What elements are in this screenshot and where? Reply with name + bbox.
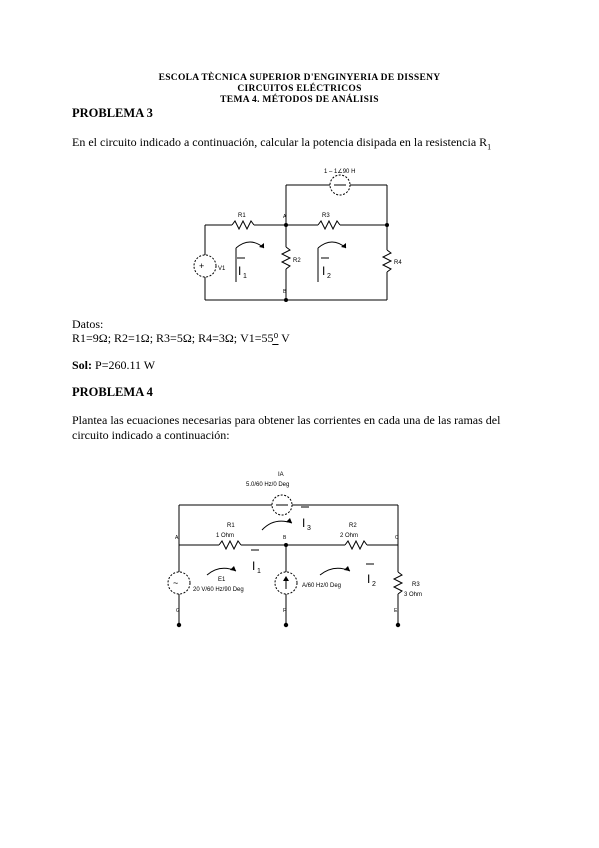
current-source-ia — [271, 494, 293, 516]
node-a-label: A — [283, 214, 287, 220]
problem-4-title: PROBLEMA 4 — [72, 385, 153, 399]
mesh-current-i1-sub: 1 — [243, 273, 247, 280]
branch-current-i2-p4: I — [367, 572, 370, 586]
r4-label: R4 — [394, 260, 402, 266]
node-b-label: B — [283, 289, 287, 295]
mesh-current-i2-sub: 2 — [327, 273, 331, 280]
resistor-r4 — [381, 249, 393, 273]
r3-value-p4: 3 Ohm — [404, 592, 422, 598]
resistor-r1-p4 — [218, 539, 242, 551]
source-top — [329, 174, 351, 196]
mesh-current-i2: I — [322, 264, 325, 278]
voltage-source-e1 — [167, 571, 191, 595]
problem-3-datos-label: Datos: — [72, 317, 104, 331]
header-school: ESCOLA TÈCNICA SUPERIOR D'ENGINYERIA DE … — [158, 73, 441, 83]
resistor-r2-p4 — [344, 539, 368, 551]
problem-3-solution: Sol: P=260.11 W — [72, 358, 156, 372]
branch-current-i1-p4: I — [252, 559, 255, 573]
source-top-label: 1 – 1∠90 H — [324, 168, 355, 175]
ia-label: IA — [278, 472, 284, 478]
resistor-r3-p4 — [392, 571, 404, 595]
r2-label: R2 — [293, 258, 301, 264]
resistor-r2 — [280, 246, 292, 270]
r2-value-p4: 2 Ohm — [340, 533, 358, 539]
resistor-r3 — [317, 219, 341, 231]
node-b-dot-p4 — [284, 543, 288, 547]
e1-value: 20 V/60 Hz/90 Deg — [193, 587, 244, 593]
node-b-label-p4: B — [283, 535, 287, 541]
branch-current-i2-sub-p4: 2 — [372, 581, 376, 588]
node-b-dot — [284, 298, 288, 302]
e1-name: E1 — [218, 577, 226, 583]
branch-current-i3-p4: I — [302, 516, 305, 530]
problem-3-datos-values: R1=9Ω; R2=1Ω; R3=5Ω; R4=3Ω; V1=55⁰̲ V — [72, 331, 290, 345]
problem-3-statement: En el circuito indicado a continuación, … — [72, 135, 492, 152]
node-g-label-p4: G — [176, 608, 180, 614]
e1-symbol: ~ — [173, 578, 178, 588]
problem-4-statement-line2: circuito indicado a continuación: — [72, 428, 230, 442]
r3-label: R3 — [322, 213, 330, 219]
problem-4-statement-line1: Plantea las ecuaciones necesarias para o… — [72, 413, 501, 427]
v1-label: V1 — [218, 266, 226, 272]
header-topic: TEMA 4. MÉTODOS DE ANÁLISIS — [220, 95, 379, 105]
resistor-r1 — [231, 219, 255, 231]
node-e-label-p4: E — [394, 608, 398, 614]
current-source-ib — [274, 571, 298, 595]
node-f-label-p4: F — [283, 608, 286, 614]
v1-plus: + — [199, 261, 204, 271]
problem-3-title: PROBLEMA 3 — [72, 106, 153, 120]
branch-current-i3-sub-p4: 3 — [307, 525, 311, 532]
header-course: CIRCUITOS ELÉCTRICOS — [237, 84, 362, 94]
node-a-label-p4: A — [175, 535, 179, 541]
node-a-dot — [284, 223, 288, 227]
ib-value: A/60 Hz/0 Deg — [302, 583, 341, 589]
mesh-arrow-i3-p4 — [261, 520, 293, 531]
r2-name-p4: R2 — [349, 523, 357, 529]
r1-name-p4: R1 — [227, 523, 235, 529]
branch-current-i1-sub-p4: 1 — [257, 568, 261, 575]
node-c-label-p4: C — [395, 535, 399, 541]
r3-name-p4: R3 — [412, 582, 420, 588]
r1-label: R1 — [238, 213, 246, 219]
ia-value: 5.0/60 Hz/0 Deg — [246, 482, 289, 488]
voltage-source-v1 — [193, 254, 217, 278]
mesh-current-i1: I — [238, 264, 241, 278]
r1-value-p4: 1 Ohm — [216, 533, 234, 539]
